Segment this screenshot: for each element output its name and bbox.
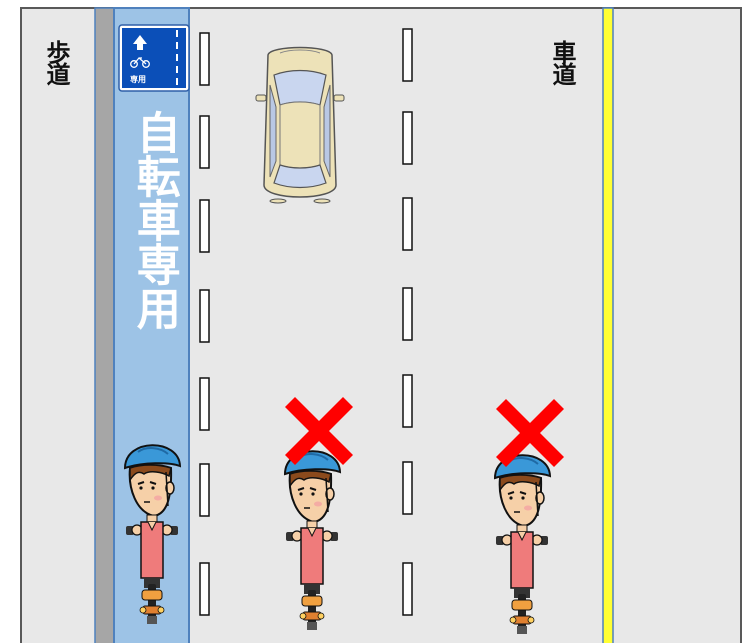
edge-line bbox=[602, 7, 614, 643]
bike-lane-label: 自転車専用 bbox=[128, 110, 180, 330]
lane-markings-left bbox=[199, 32, 210, 616]
lane-markings-middle bbox=[402, 28, 413, 616]
sedan-car-icon bbox=[255, 46, 345, 204]
bicycle-lane-sign-icon bbox=[118, 24, 190, 92]
sign-text: 専用 bbox=[130, 74, 146, 84]
curb bbox=[94, 7, 115, 643]
roadway-label: 車道 bbox=[548, 40, 576, 84]
sidewalk-label: 歩道 bbox=[42, 40, 70, 84]
